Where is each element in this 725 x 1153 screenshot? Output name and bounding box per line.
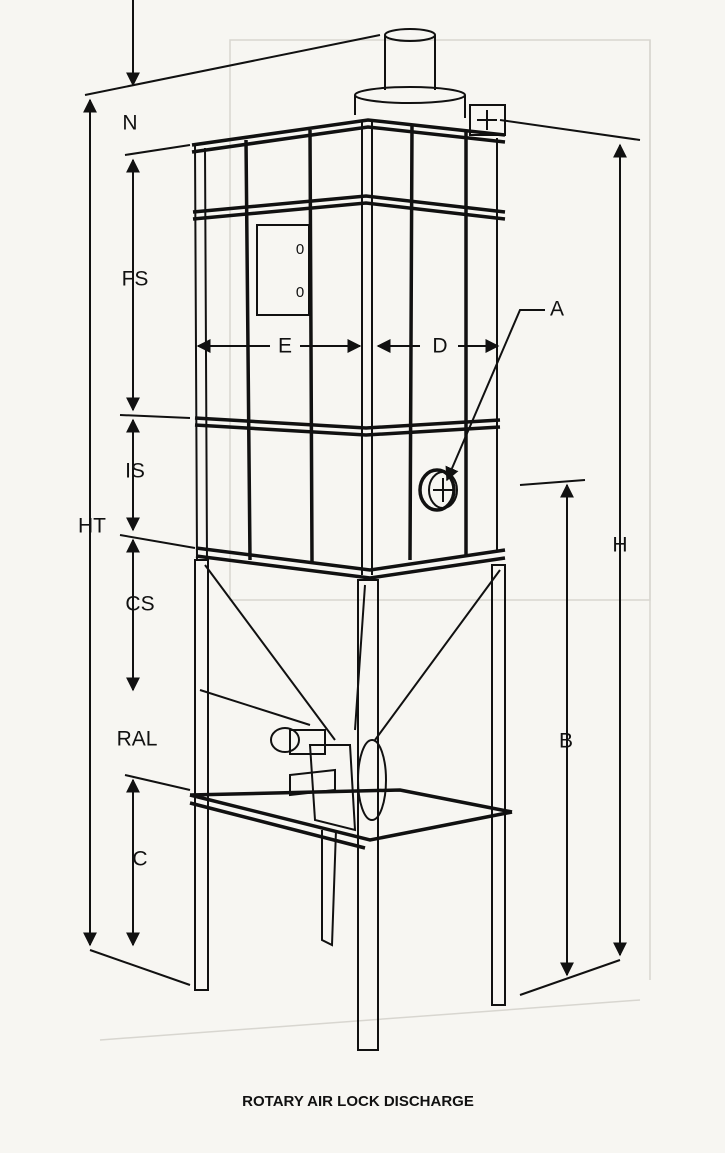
label-D: D (432, 335, 447, 358)
label-E: E (278, 335, 292, 358)
svg-text:0: 0 (296, 284, 304, 301)
label-C: C (132, 848, 147, 871)
label-RAL: RAL (117, 728, 158, 751)
label-B: B (559, 730, 573, 753)
diagram-caption: ROTARY AIR LOCK DISCHARGE (242, 1093, 474, 1110)
outlet-stack (354, 28, 506, 136)
show-through-ghost (99, 39, 651, 1041)
label-CS: CS (125, 593, 154, 616)
svg-text:0: 0 (296, 241, 304, 258)
label-IS: IS (125, 460, 145, 483)
hopper-and-legs (189, 559, 513, 1051)
label-FS: FS (122, 268, 149, 291)
inlet (418, 468, 458, 512)
label-H: H (612, 534, 627, 557)
label-HT: HT (78, 515, 106, 538)
label-N: N (122, 112, 137, 135)
label-A: A (550, 298, 564, 321)
dimension-lines (83, 0, 641, 996)
filter-housing: 0 0 (191, 118, 506, 580)
